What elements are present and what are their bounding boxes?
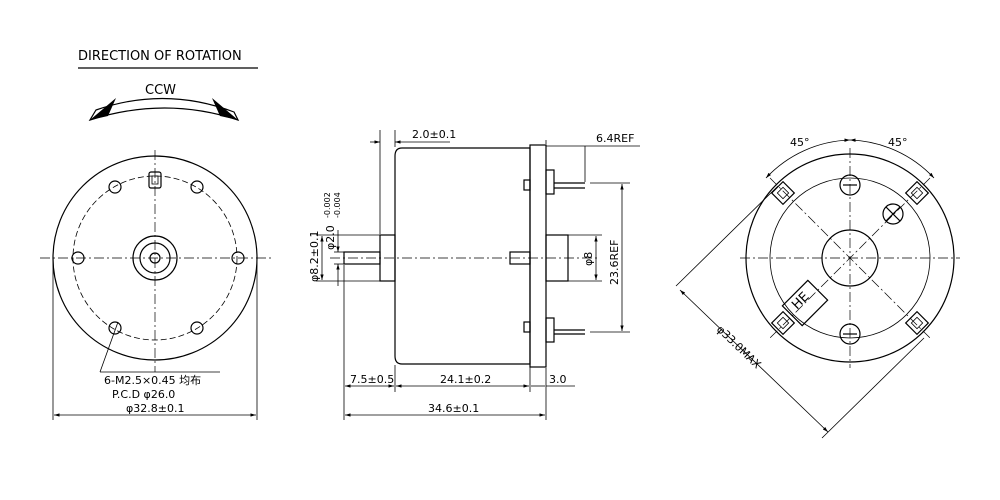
shaft-length-dim: 7.5±0.5	[350, 373, 394, 386]
front-view	[40, 150, 272, 420]
shaft-diameter-dim: φ2.0	[324, 225, 337, 250]
he-logo-text: HE	[789, 289, 812, 312]
rotation-direction: CCW	[145, 83, 176, 98]
angle-right-label: 45°	[888, 136, 908, 149]
holes-note: 6-M2.5×0.45 均布	[104, 374, 201, 387]
angle-left-label: 45°	[790, 136, 810, 149]
end-length-dim: 3.0	[549, 373, 567, 386]
height-ref-dim: 23.6REF	[608, 240, 621, 285]
ccw-arrow-icon	[88, 97, 240, 122]
end-diameter-dim: φ8	[582, 252, 595, 266]
pcd-label: P.C.D φ26.0	[112, 388, 175, 401]
boss-diameter-dim: φ8.2±0.1	[308, 231, 321, 282]
shaft-tolerance-upper: -0.002	[323, 192, 332, 218]
shaft-tolerance-lower: -0.004	[333, 192, 342, 218]
front-diameter: φ32.8±0.1	[126, 402, 184, 415]
max-diameter-dim: φ33.0MAX	[714, 323, 764, 372]
boss-height-dim: 2.0±0.1	[412, 128, 456, 141]
terminal-ref-dim: 6.4REF	[596, 132, 634, 145]
side-view	[316, 130, 640, 420]
body-length-dim: 24.1±0.2	[440, 373, 491, 386]
total-length-dim: 34.6±0.1	[428, 402, 479, 415]
rotation-heading: DIRECTION OF ROTATION	[78, 49, 242, 64]
rear-view	[675, 138, 960, 439]
